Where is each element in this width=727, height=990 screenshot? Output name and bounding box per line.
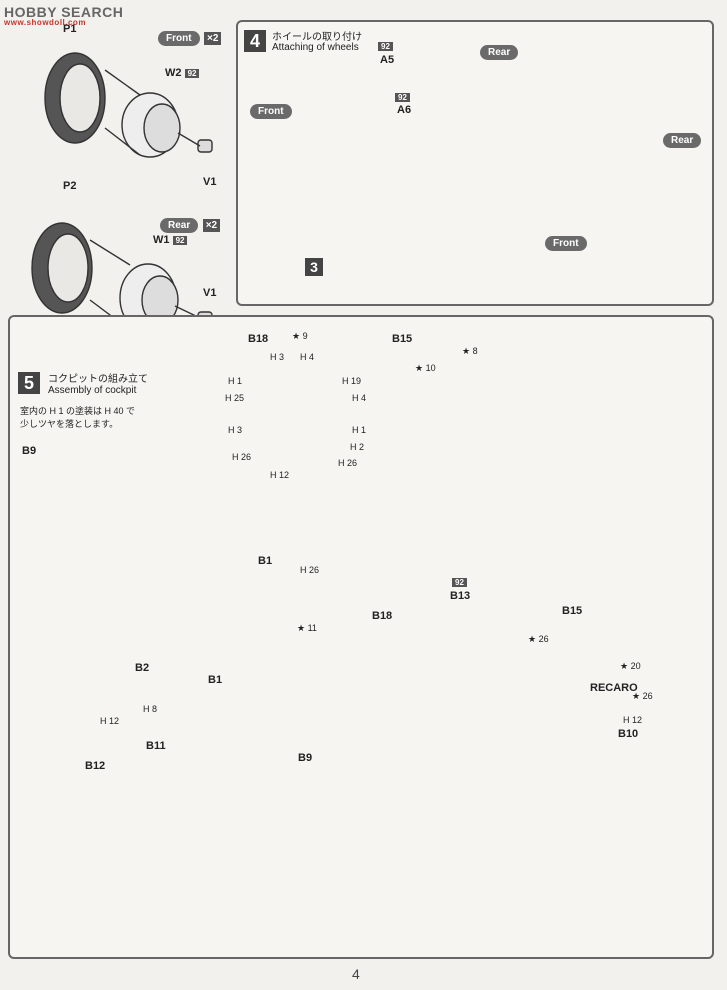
part-label-b18-inset: B18: [372, 610, 393, 622]
step4-number: 4: [244, 30, 266, 52]
step4-rear-tag-top: Rear: [480, 45, 519, 60]
decal-mark-8-num: 8: [472, 346, 478, 356]
decal-mark-20: ★ 20: [620, 661, 641, 671]
wheel-code-1: H 1: [228, 376, 243, 386]
part-label-b15: B15: [392, 333, 413, 345]
part-label-v1-top: V1: [203, 176, 217, 188]
part-label-v1-bottom: V1: [203, 287, 217, 299]
step4-title-en: Attaching of wheels: [272, 42, 359, 53]
page-number: 4: [352, 966, 360, 982]
step4-color-92-a5: 92: [378, 42, 393, 51]
watermark-site: www.showdoll.com: [4, 18, 86, 27]
wheel-code-6: H 2: [350, 442, 365, 452]
wheel-code-8: H 1: [352, 425, 367, 435]
decal-mark-26-bottom-num: 26: [642, 691, 653, 701]
rear-tag: Rear ×2: [160, 215, 221, 233]
part-label-a6: A6: [397, 104, 412, 116]
wheel-code-7: H 26: [338, 458, 358, 468]
part-label-a5: A5: [380, 54, 395, 66]
step5-panel: [8, 315, 714, 959]
decal-mark-26-top: ★ 26: [528, 634, 549, 644]
watermark-brand: HOBBY SEARCH: [4, 4, 124, 20]
step4-front-tag: Front: [250, 104, 292, 119]
wheel-code-2: H 25: [225, 393, 245, 403]
part-label-b1-small: B1: [258, 555, 273, 567]
part-label-b18: B18: [248, 333, 269, 345]
rear-tire-rim-drawing: [31, 222, 213, 333]
decal-mark-11-num: 11: [307, 623, 317, 633]
wheel-code-10: H 19: [342, 376, 362, 386]
wheel-code-12: H 4: [352, 393, 367, 403]
decal-mark-10-num: 10: [425, 363, 436, 373]
decal-mark-11: ★ 11: [297, 623, 317, 633]
b1-paint-code: H 26: [300, 565, 320, 575]
wheel-code-9: H 4: [300, 352, 315, 362]
watermark: HOBBY SEARCH www.showdoll.com: [4, 4, 123, 27]
part-label-p1: P1: [63, 23, 77, 35]
wheel-code-4: H 26: [232, 452, 252, 462]
part-label-b1: B1: [208, 674, 223, 686]
part-label-b11: B11: [146, 740, 166, 752]
painting-note-line1: 室内の H 1 の塗装は H 40 で: [20, 406, 136, 416]
step4-title-jp: ホイールの取り付け: [272, 32, 362, 43]
part-label-b2: B2: [135, 662, 150, 674]
times-two-badge-rear: ×2: [202, 219, 221, 232]
part-label-b9-bottom: B9: [298, 752, 313, 764]
color-code-92-w1: 92: [172, 236, 188, 245]
part-label-w1-text: W1: [153, 234, 170, 246]
part-label-b15-inset: B15: [562, 605, 583, 617]
wheel-code-5: H 12: [270, 470, 290, 480]
step4-front-tag-bottom: Front: [545, 236, 587, 251]
decal-mark-26-bottom: ★ 26: [632, 691, 653, 701]
decal-mark-26-top-num: 26: [538, 634, 549, 644]
part-label-w2: W2 92: [165, 67, 200, 79]
part-label-b10: B10: [618, 728, 639, 740]
wheel-code-11: H 3: [270, 352, 285, 362]
wheel-code-3: H 3: [228, 425, 243, 435]
step5-number: 5: [18, 372, 40, 394]
part-label-b13: B13: [450, 590, 471, 602]
step5-title-en: Assembly of cockpit: [48, 385, 137, 396]
step4-color-92-a6: 92: [395, 93, 410, 102]
part-label-p2: P2: [63, 180, 77, 192]
part-label-w2-text: W2: [165, 67, 182, 79]
decal-mark-8: ★ 8: [462, 346, 478, 356]
decal-mark-10: ★ 10: [415, 363, 436, 373]
b13-color-92: 92: [452, 578, 467, 587]
painting-note: 室内の H 1 の塗装は H 40 で 少しツヤを落とします。: [20, 405, 135, 431]
part-label-b12: B12: [85, 760, 106, 772]
part-label-b9-top: B9: [22, 445, 37, 457]
b12-paint-code: H 12: [100, 716, 120, 726]
part-label-w1: W1 92: [153, 234, 188, 246]
step4-rear-tag-right: Rear: [663, 133, 702, 148]
front-tag-label: Front: [158, 31, 200, 46]
front-tag: Front ×2: [158, 28, 222, 46]
step5-title-jp: コクピットの組み立て: [48, 374, 148, 385]
times-two-badge: ×2: [204, 32, 222, 45]
step3-reference: 3: [305, 258, 323, 276]
rear-tag-label: Rear: [160, 218, 199, 233]
b10-paint-code: H 12: [623, 715, 643, 725]
painting-note-line2: 少しツヤを落とします。: [20, 419, 119, 429]
front-tire-rim-drawing: [44, 52, 213, 158]
decal-mark-20-num: 20: [630, 661, 641, 671]
recaro-logo-text: RECARO: [590, 682, 638, 694]
decal-mark-9-num: 9: [302, 331, 308, 341]
decal-mark-9: ★ 9: [292, 331, 308, 341]
b2-paint-code: H 8: [143, 704, 158, 714]
color-code-92: 92: [184, 69, 200, 78]
